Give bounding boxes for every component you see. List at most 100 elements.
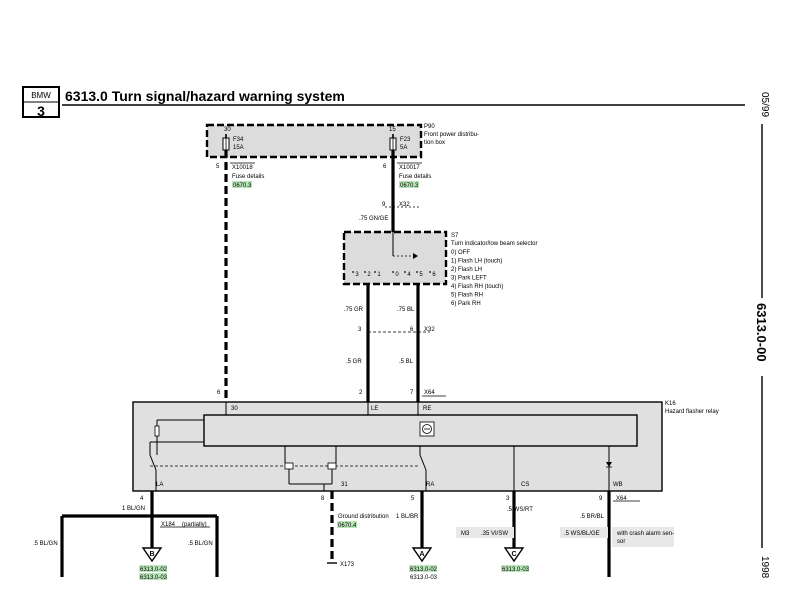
relay-contact-right <box>327 462 337 470</box>
switch-pin-dot <box>429 271 431 273</box>
switch-s7 <box>342 230 448 286</box>
arrow-c-ref1: 6313.0-03 <box>502 567 530 573</box>
x32-mid-id: X32 <box>424 327 435 333</box>
switch-pin-6: 6 <box>432 272 436 278</box>
x10018-pin: 5 <box>216 164 220 170</box>
relay-resistor-symbol <box>154 425 160 437</box>
relay-desc: Hazard flasher relay <box>665 409 719 415</box>
switch-position-5: 5) Flash RH <box>451 293 483 299</box>
x10017-pin: 6 <box>383 164 387 170</box>
arrow-a-letter: A <box>419 551 424 558</box>
arrow-b-ref1: 6313.0-02 <box>140 567 168 573</box>
relay-pin-31: 31 <box>341 482 348 488</box>
wire-label-ws-rt: .5 WS/RT <box>507 507 533 513</box>
arrow-c-symbol <box>503 547 525 563</box>
date-stamp: 05/99 <box>759 92 770 117</box>
x32-mid-pin-right: 6 <box>410 327 414 333</box>
arrow-b-ref2-highlight <box>139 573 167 580</box>
ground-label: Ground distribution <box>338 514 389 520</box>
x184-note: (partially) <box>182 522 207 528</box>
crash-sensor-note-2: sor <box>617 539 625 545</box>
switch-title: Turn indicator/low beam selector <box>451 241 537 247</box>
switch-position-4: 4) Flash RH (touch) <box>451 284 503 290</box>
arrow-a-symbol <box>411 547 433 563</box>
x64-bottom-pin-ra: 5 <box>411 496 415 502</box>
switch-pin-0: 0 <box>395 272 399 278</box>
switch-pin-dot <box>352 271 354 273</box>
fuse-f23-pin: 15 <box>389 127 396 133</box>
wire-label-vi-sw: .35 VI/SW <box>481 531 508 537</box>
fuse-box-name: P90 <box>424 124 435 130</box>
fuse-f34-rating: 15A <box>233 145 244 151</box>
ground-ref: 0670.4 <box>338 523 357 529</box>
x32-top-pin: 9 <box>382 202 386 208</box>
wire-label-bl-upper: .75 BL <box>397 307 415 313</box>
relay-pin-30: 30 <box>231 406 238 412</box>
fuse-box-desc-1: Front power distribu- <box>424 132 479 138</box>
fuse-f34-id: F34 <box>233 137 244 143</box>
fuse-box-p90 <box>205 123 423 159</box>
x64-top-pin-30: 6 <box>217 390 221 396</box>
switch-pin-dot <box>374 271 376 273</box>
x64-bottom-pin-la: 4 <box>140 496 144 502</box>
switch-pin-dot <box>404 271 406 273</box>
x10017-label: Fuse details <box>399 174 431 180</box>
ground-ref-highlight <box>337 521 357 528</box>
relay-pin-la: LA <box>156 482 163 488</box>
x10017-ref: 0670.3 <box>400 183 419 189</box>
wire-label-gr-lower: .5 GR <box>346 359 362 365</box>
relay-contact-left <box>284 462 294 470</box>
switch-position-2: 2) Flash LH <box>451 267 482 273</box>
wire-label-m3: M3 <box>461 531 470 537</box>
wire-label-bl-br: 1 BL/BR <box>396 514 419 520</box>
ws-bl-ge-variant-box <box>560 527 608 538</box>
wire-label-gn-ge: .75 GN/GE <box>359 216 388 222</box>
year-stamp: 1998 <box>759 556 770 579</box>
crash-sensor-note-box <box>612 527 674 547</box>
m3-variant-box <box>456 527 514 538</box>
wire-label-bl-lower: .5 BL <box>399 359 414 365</box>
page-code: 6313.0-00 <box>754 303 769 362</box>
switch-pin-1: 1 <box>377 272 381 278</box>
arrow-a-ref1-highlight <box>409 565 437 572</box>
switch-pin-2: 2 <box>367 272 371 278</box>
wire-label-bl-gn-main: 1 BL/GN <box>122 506 145 512</box>
arrow-a-ref2: 6313.0-03 <box>410 575 438 581</box>
relay-name: K16 <box>665 401 676 407</box>
arrow-b-ref2: 6313.0-03 <box>140 575 168 581</box>
wire-label-br-bl: .5 BR/BL <box>580 514 605 520</box>
relay-pin-le: LE <box>371 406 378 412</box>
crash-sensor-note-1: with crash alarm sen- <box>616 531 674 537</box>
switch-pin-dot <box>392 271 394 273</box>
switch-pin-dot <box>364 271 366 273</box>
switch-pin-3: 3 <box>355 272 359 278</box>
x32-top-id: X32 <box>399 202 410 208</box>
brand-badge-text: BMW <box>31 91 51 100</box>
switch-position-3: 3) Park LEFT <box>451 276 487 282</box>
x173-id: X173 <box>340 562 355 568</box>
x64-bottom-pin-31: 8 <box>321 496 325 502</box>
switch-position-6: 6) Park RH <box>451 301 481 307</box>
switch-position-1: 1) Flash LH (touch) <box>451 259 502 265</box>
relay-pin-cs: CS <box>521 482 529 488</box>
x10018-label: Fuse details <box>232 174 264 180</box>
series-badge-text: 3 <box>37 103 45 119</box>
arrow-b-symbol <box>141 547 163 563</box>
x32-mid-pin-left: 3 <box>358 327 362 333</box>
x64-bottom-pin-wb: 9 <box>599 496 603 502</box>
arrow-b-ref1-highlight <box>139 565 167 572</box>
switch-position-0: 0) OFF <box>451 250 470 256</box>
relay-pin-wb: WB <box>613 482 623 488</box>
switch-pin-dot <box>416 271 418 273</box>
arrow-b-letter: B <box>149 551 154 558</box>
x10018-ref-highlight <box>232 181 252 188</box>
x64-top-id: X64 <box>424 390 435 396</box>
relay-pin-re: RE <box>423 406 431 412</box>
relay-pin-ra: RA <box>426 482 434 488</box>
x10018-id: X10018 <box>232 165 253 171</box>
arrow-a-ref1: 6313.0-02 <box>410 567 438 573</box>
wire-label-bl-gn-right: .5 BL/GN <box>188 541 213 547</box>
fuse-f23-id: F23 <box>400 137 411 143</box>
wire-label-bl-gn-left: .5 BL/GN <box>33 541 58 547</box>
